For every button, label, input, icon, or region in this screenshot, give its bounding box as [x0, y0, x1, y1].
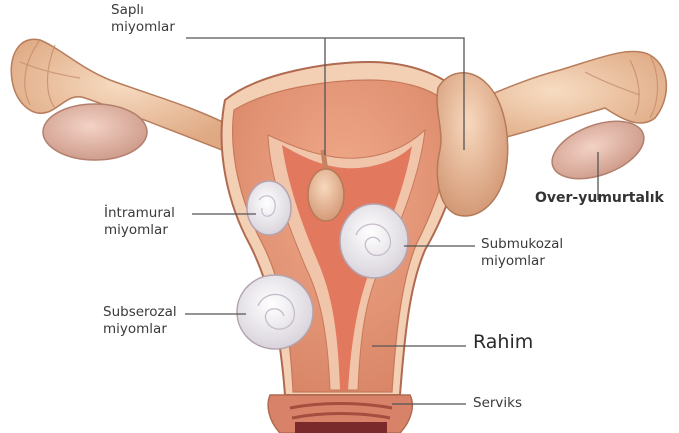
submucosal-fibroid	[340, 204, 408, 278]
label-sapli: Saplı miyomlar	[111, 2, 175, 36]
label-subserozal: Subserozal miyomlar	[103, 304, 177, 338]
label-sapli-line2: miyomlar	[111, 19, 175, 36]
label-intramural-line2: miyomlar	[104, 222, 175, 239]
label-sapli-line1: Saplı	[111, 2, 175, 19]
label-submukozal-line1: Submukozal	[481, 236, 563, 253]
label-submukozal-line2: miyomlar	[481, 253, 563, 270]
label-subserozal-line2: miyomlar	[103, 321, 177, 338]
intramural-fibroid	[247, 181, 291, 235]
label-submukozal: Submukozal miyomlar	[481, 236, 563, 270]
left-ovary	[43, 104, 147, 160]
label-intramural-line1: İntramural	[104, 205, 175, 222]
label-serviks: Serviks	[473, 395, 522, 412]
cervix	[268, 395, 412, 433]
label-rahim: Rahim	[473, 334, 533, 351]
label-subserozal-line1: Subserozal	[103, 304, 177, 321]
subserosal-fibroid	[237, 275, 313, 349]
label-intramural: İntramural miyomlar	[104, 205, 175, 239]
label-over: Over-yumurtalık	[535, 190, 664, 207]
